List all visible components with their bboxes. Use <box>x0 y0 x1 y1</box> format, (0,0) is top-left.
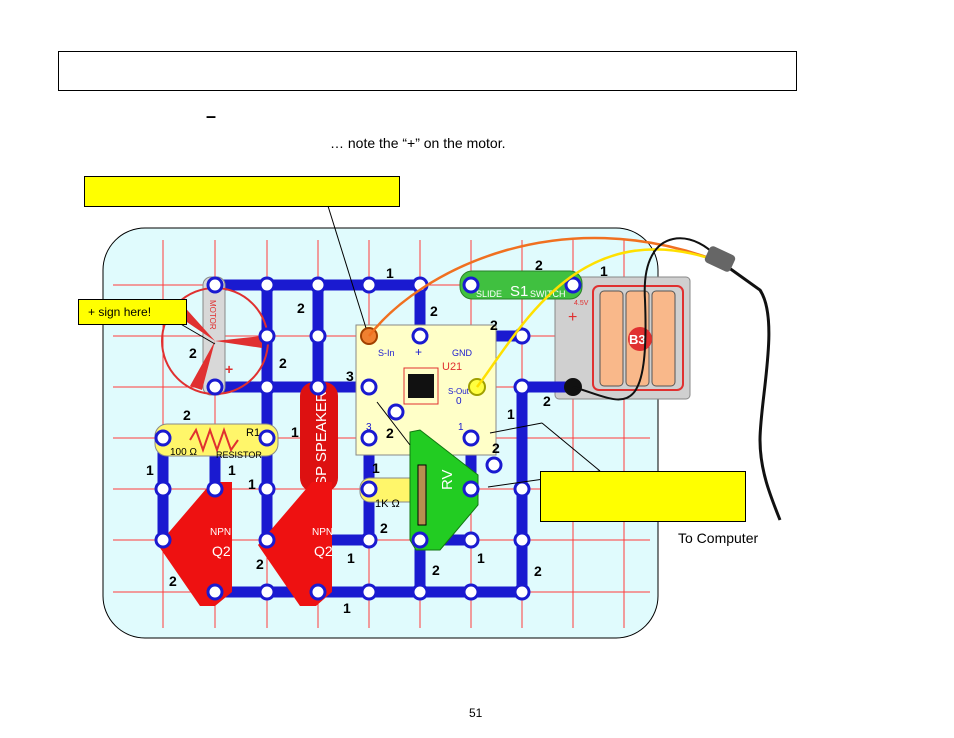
ic-plus: + <box>415 345 422 359</box>
speaker <box>300 382 338 492</box>
level-number: 1 <box>477 550 485 566</box>
level-number: 2 <box>432 562 440 578</box>
level-number: 2 <box>490 317 498 333</box>
transistor-left <box>158 482 232 606</box>
npn-right: NPN <box>312 527 333 538</box>
audio-plug <box>704 246 736 272</box>
computer-cable <box>724 263 782 521</box>
switch-slide: SLIDE <box>476 289 502 299</box>
motor-body <box>202 276 226 396</box>
level-number: 2 <box>492 440 500 456</box>
level-number: 2 <box>169 573 177 589</box>
svg-text:+: + <box>568 309 577 326</box>
ic-s-out: S-Out <box>448 387 470 396</box>
plus-sign-callout: + sign here! <box>78 299 187 325</box>
snap-contacts <box>154 276 582 601</box>
resistor-1k-label: 1K Ω <box>375 498 400 510</box>
level-number: 1 <box>507 406 515 422</box>
black-wire <box>572 237 721 401</box>
ic-pin1: 1 <box>458 422 464 433</box>
rv-potentiometer <box>409 429 479 551</box>
motor-label: MOTOR <box>208 300 217 330</box>
ic-zero: 0 <box>456 396 462 407</box>
svg-text:+: + <box>225 361 233 377</box>
level-number: 1 <box>291 424 299 440</box>
battery-label: B3 <box>629 332 646 347</box>
level-number: 2 <box>279 355 287 371</box>
level-number: 2 <box>297 300 305 316</box>
level-number: 2 <box>430 303 438 319</box>
level-number: 1 <box>228 462 236 478</box>
level-number: 1 <box>600 263 608 279</box>
level-number: 2 <box>189 345 197 361</box>
switch-label: SWITCH <box>530 289 566 299</box>
level-number: 1 <box>386 265 394 281</box>
level-number: 3 <box>346 368 354 384</box>
ic-gnd: GND <box>452 348 473 358</box>
level-number: 2 <box>386 425 394 441</box>
ic-s-in: S-In <box>378 348 395 358</box>
level-numbers: 1 2 1 2 2 2 2 2 3 2 2 2 1 1 2 1 1 1 1 2 … <box>146 257 608 616</box>
level-number: 2 <box>183 407 191 423</box>
switch-s1: S1 <box>510 283 528 300</box>
resistor-value: 100 Ω <box>170 447 197 458</box>
motor-note: … note the “+” on the motor. <box>330 135 506 151</box>
callout-right <box>540 471 746 522</box>
level-number: 2 <box>534 563 542 579</box>
level-number: 1 <box>248 476 256 492</box>
ic-pin3: 3 <box>366 422 372 433</box>
q2-left: Q2 <box>212 543 231 559</box>
level-number: 1 <box>347 550 355 566</box>
resistor-r1-label: R1 <box>246 427 260 439</box>
level-number: 2 <box>535 257 543 273</box>
npn-left: NPN <box>210 527 231 538</box>
ic-name: U21 <box>442 361 462 373</box>
level-number: 1 <box>343 600 351 616</box>
transistor-right <box>258 482 332 606</box>
to-computer-label: To Computer <box>678 530 759 546</box>
level-number: 1 <box>372 460 380 476</box>
level-number: 2 <box>256 556 264 572</box>
level-number: 2 <box>380 520 388 536</box>
dash-mark: – <box>206 106 217 126</box>
page-number: 51 <box>469 706 483 720</box>
voltage-label: 4.5V <box>574 300 589 307</box>
level-number: 1 <box>146 462 154 478</box>
title-box <box>58 51 797 91</box>
q2-right: Q2 <box>314 543 333 559</box>
orange-wire <box>368 236 721 337</box>
callout-top <box>84 176 400 207</box>
rv-label: RV <box>439 469 456 490</box>
level-number: 2 <box>543 393 551 409</box>
yellow-wire <box>476 248 721 388</box>
resistor-label: RESISTOR <box>216 450 262 460</box>
speaker-label: SP SPEAKER <box>313 391 330 486</box>
